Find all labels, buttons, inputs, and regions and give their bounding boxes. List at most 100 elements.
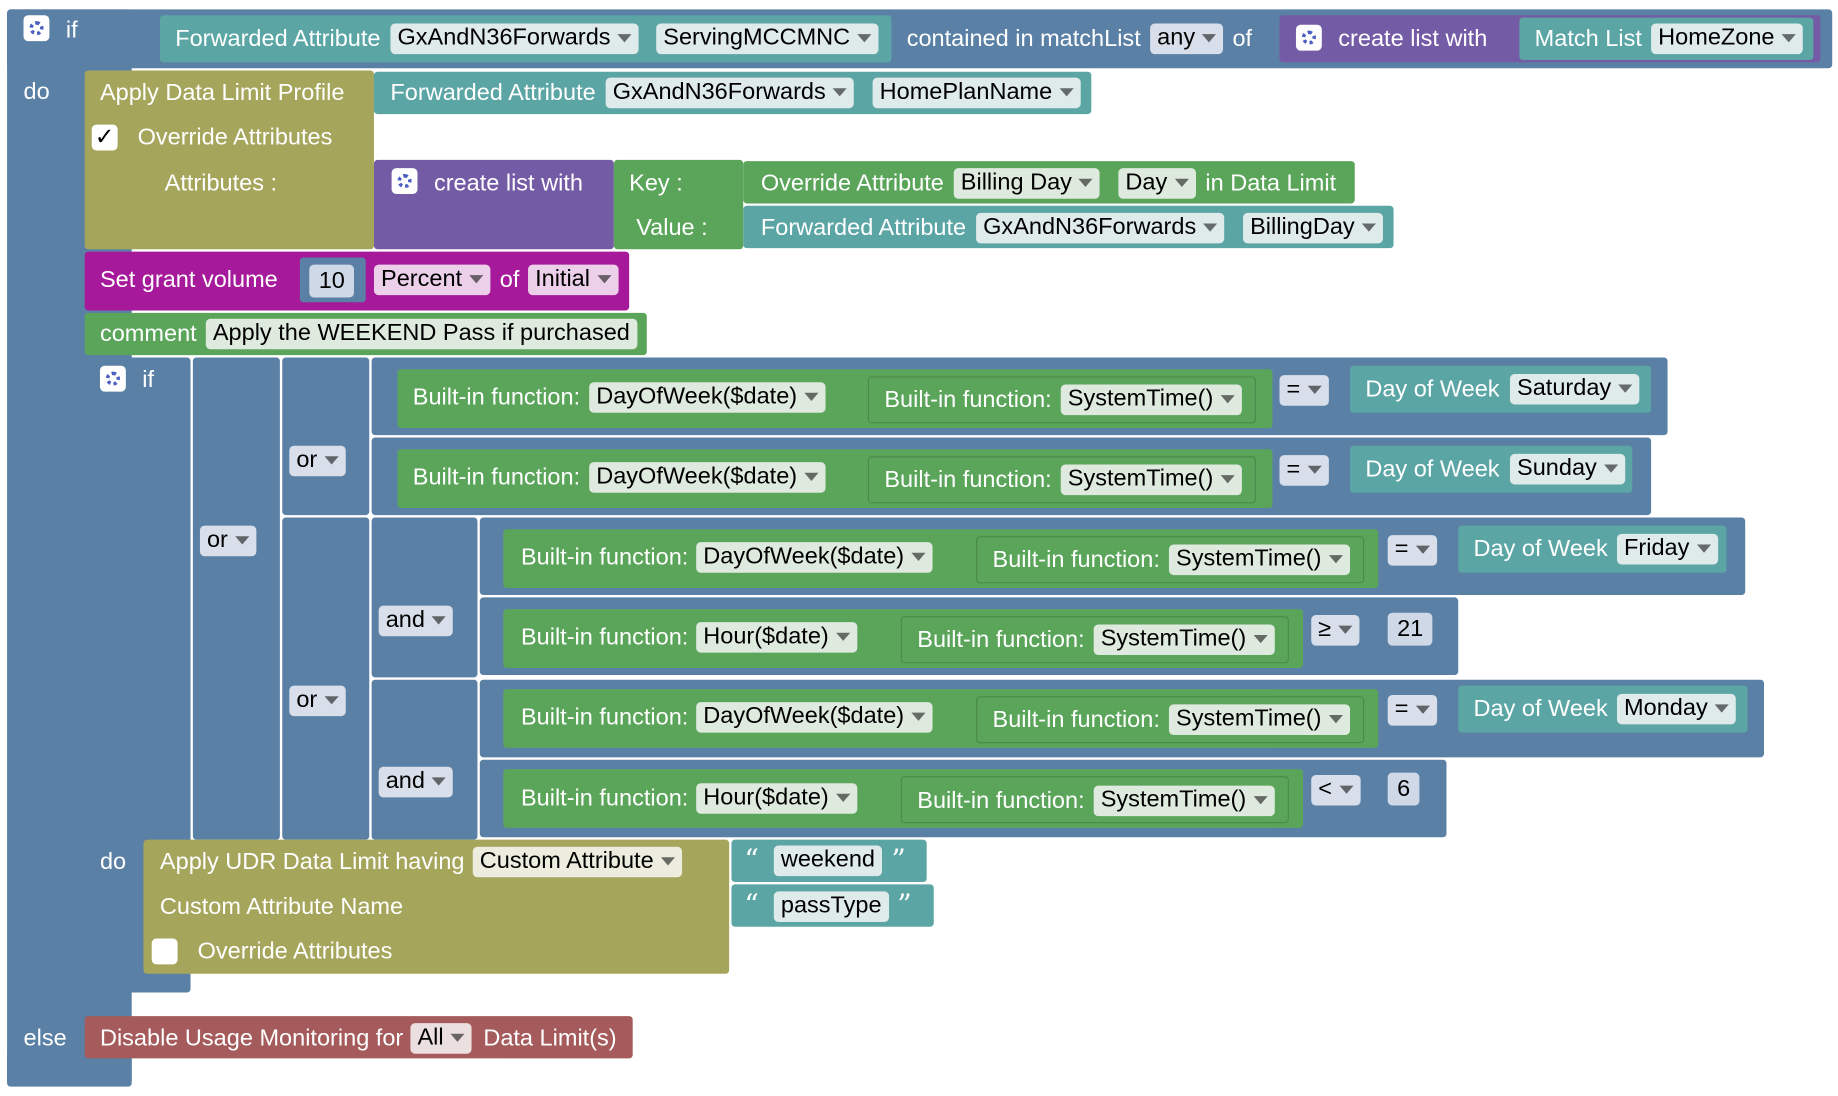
or-operator-dropdown[interactable]: or: [199, 525, 257, 557]
else-keyword: else: [23, 1025, 67, 1052]
dow-function-dropdown[interactable]: DayOfWeek($date): [696, 702, 933, 733]
or-operator-dropdown[interactable]: or: [289, 445, 346, 477]
compare-operator-dropdown[interactable]: =: [1387, 695, 1437, 726]
override-checkbox[interactable]: [151, 938, 178, 965]
builtin-label: Built-in function:: [520, 785, 689, 812]
or-operator-dropdown[interactable]: or: [289, 685, 346, 717]
match-list-label: Match List: [1534, 25, 1642, 52]
or-block-1[interactable]: [282, 357, 370, 516]
builtin-label: Built-in function:: [992, 546, 1160, 573]
compare-operator-dropdown[interactable]: =: [1387, 535, 1437, 566]
custom-attribute-name-label: Custom Attribute Name: [159, 893, 404, 920]
disable-scope-dropdown[interactable]: All: [410, 1023, 472, 1054]
profile-fwd-name-dropdown[interactable]: HomePlanName: [872, 77, 1081, 109]
builtin-label: Built-in function:: [520, 544, 689, 571]
value-fwd-group-dropdown[interactable]: GxAndN36Forwards: [976, 212, 1225, 244]
apply-profile-title: Apply Data Limit Profile: [99, 79, 345, 106]
builtin-label: Built-in function:: [917, 787, 1085, 814]
of-label: of: [1232, 25, 1253, 52]
gear-icon[interactable]: [99, 365, 126, 392]
systime-function-dropdown[interactable]: SystemTime(): [1093, 785, 1275, 817]
quote-open-icon: “: [744, 843, 759, 877]
dow-function-dropdown[interactable]: DayOfWeek($date): [589, 382, 826, 413]
dow-function-dropdown[interactable]: DayOfWeek($date): [696, 542, 933, 573]
udr-value-input[interactable]: weekend: [773, 845, 883, 877]
profile-fwd-group-dropdown[interactable]: GxAndN36Forwards: [605, 77, 854, 109]
custom-attribute-dropdown[interactable]: Custom Attribute: [472, 846, 682, 878]
in-data-limit-label: in Data Limit: [1205, 170, 1337, 197]
match-list-dropdown[interactable]: HomeZone: [1651, 23, 1803, 55]
dow-value-dropdown[interactable]: Friday: [1617, 533, 1718, 565]
billing-day-dropdown[interactable]: Billing Day: [953, 168, 1101, 199]
profile-create-list-label: create list with: [433, 170, 583, 197]
quote-open-icon: “: [744, 887, 759, 921]
quote-close-icon: ”: [897, 887, 912, 921]
set-grant-volume-label: Set grant volume: [99, 266, 278, 293]
builtin-label: Built-in function:: [884, 466, 1052, 493]
hour-value-input[interactable]: 21: [1387, 612, 1433, 646]
dow-value-dropdown[interactable]: Saturday: [1509, 373, 1640, 405]
udr-name-input[interactable]: passType: [773, 891, 889, 922]
systime-function-dropdown[interactable]: SystemTime(): [1168, 544, 1350, 576]
systime-function-dropdown[interactable]: SystemTime(): [1168, 704, 1350, 735]
systime-function-dropdown[interactable]: SystemTime(): [1060, 464, 1242, 496]
disable-suffix-label: Data Limit(s): [483, 1025, 617, 1052]
if-keyword: if: [65, 17, 78, 44]
grant-unit-dropdown[interactable]: Percent: [373, 264, 491, 296]
udr-override-label: Override Attributes: [197, 938, 393, 965]
dow-function-dropdown[interactable]: DayOfWeek($date): [589, 462, 826, 493]
or-block-outer[interactable]: [192, 357, 280, 840]
builtin-label: Built-in function:: [520, 624, 689, 651]
and-block-2[interactable]: [371, 679, 478, 840]
builtin-label: Built-in function:: [992, 706, 1160, 733]
fwd-name-dropdown[interactable]: ServingMCCMNC: [656, 23, 879, 55]
and-operator-dropdown[interactable]: and: [378, 605, 454, 637]
and-block-1[interactable]: [371, 517, 478, 678]
and-operator-dropdown[interactable]: and: [378, 766, 454, 798]
override-label: Override Attributes: [137, 124, 333, 151]
gear-icon[interactable]: [23, 15, 50, 42]
override-attribute-label: Override Attribute: [760, 170, 944, 197]
compare-operator-dropdown[interactable]: <: [1311, 774, 1361, 806]
comment-text-input[interactable]: Apply the WEEKEND Pass if purchased: [205, 318, 637, 350]
match-mode-dropdown[interactable]: any: [1150, 23, 1224, 55]
key-value-block[interactable]: [613, 159, 744, 250]
dow-label: Day of Week: [1365, 456, 1500, 483]
builtin-label: Built-in function:: [884, 386, 1052, 413]
disable-usage-monitoring-block[interactable]: [84, 1016, 633, 1059]
value-fwd-name-dropdown[interactable]: BillingDay: [1243, 212, 1383, 244]
hour-function-dropdown[interactable]: Hour($date): [696, 783, 857, 814]
apply-udr-title: Apply UDR Data Limit having: [159, 849, 465, 875]
day-dropdown[interactable]: Day: [1118, 168, 1196, 199]
inner-do-keyword: do: [99, 849, 127, 875]
compare-operator-dropdown[interactable]: =: [1279, 375, 1329, 406]
or-block-2[interactable]: [282, 517, 370, 840]
forwarded-attribute-label: Forwarded Attribute: [175, 25, 381, 52]
hour-value-input[interactable]: 6: [1387, 772, 1420, 806]
contained-label: contained in matchList: [906, 25, 1141, 52]
systime-function-dropdown[interactable]: SystemTime(): [1060, 384, 1242, 416]
dow-value-dropdown[interactable]: Sunday: [1509, 453, 1626, 485]
fwd-group-dropdown[interactable]: GxAndN36Forwards: [390, 23, 639, 55]
gear-icon[interactable]: [391, 168, 418, 195]
inner-if-keyword: if: [142, 366, 155, 393]
compare-operator-dropdown[interactable]: ≥: [1311, 615, 1360, 646]
comment-label: comment: [99, 321, 197, 347]
hour-function-dropdown[interactable]: Hour($date): [696, 622, 857, 653]
dow-value-dropdown[interactable]: Monday: [1617, 693, 1736, 725]
dow-label: Day of Week: [1365, 376, 1500, 403]
value-label: Value :: [636, 215, 708, 242]
profile-fwd-label: Forwarded Attribute: [390, 79, 596, 106]
apply-profile-block[interactable]: [84, 70, 374, 250]
grant-basis-dropdown[interactable]: Initial: [528, 264, 619, 296]
builtin-label: Built-in function:: [412, 464, 581, 491]
grant-amount-input[interactable]: 10: [309, 264, 355, 298]
value-fwd-label: Forwarded Attribute: [760, 215, 967, 242]
override-checkbox[interactable]: ✓: [91, 124, 118, 151]
systime-function-dropdown[interactable]: SystemTime(): [1093, 624, 1275, 656]
quote-close-icon: ”: [891, 843, 906, 877]
builtin-label: Built-in function:: [917, 626, 1085, 653]
gear-icon[interactable]: [1295, 24, 1322, 51]
compare-operator-dropdown[interactable]: =: [1279, 455, 1329, 486]
disable-label: Disable Usage Monitoring for: [99, 1025, 404, 1052]
